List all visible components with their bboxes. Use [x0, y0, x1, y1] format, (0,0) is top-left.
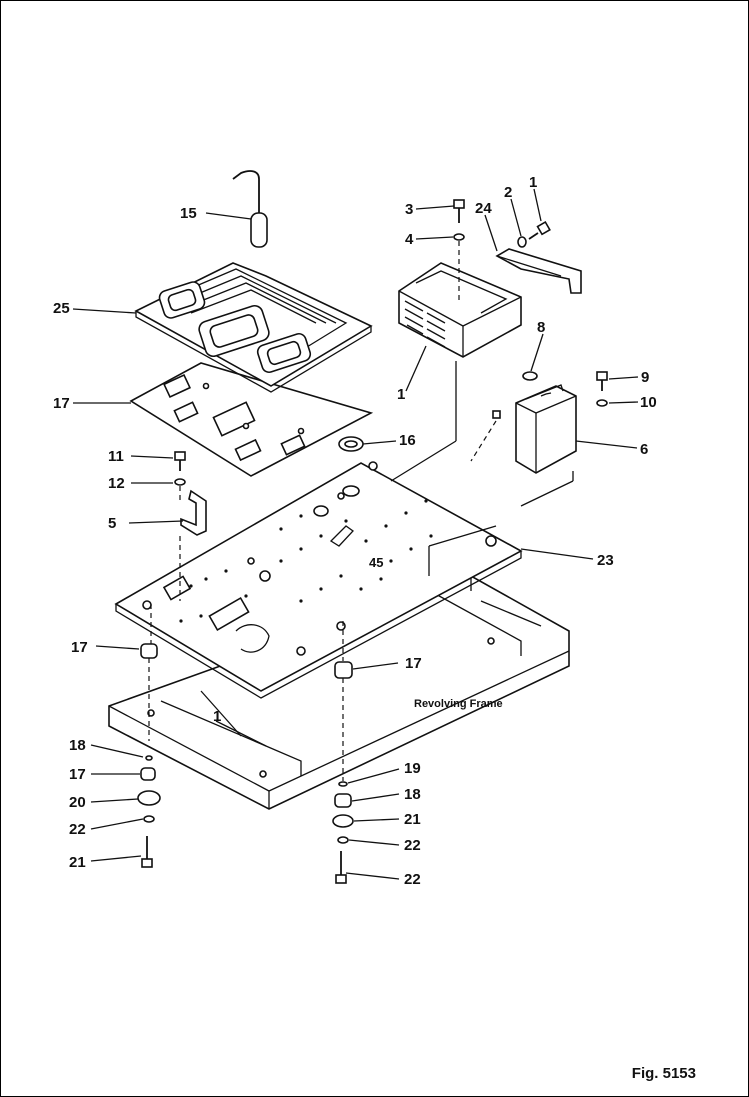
assembly-lines: [150, 241, 574, 644]
callout-1-frame: 1: [213, 708, 221, 725]
mount-stack-right: [332, 621, 354, 884]
callout-21-b: 22: [404, 871, 421, 888]
box-cover: [515, 384, 577, 474]
cover-box: [398, 262, 522, 358]
fasteners: [174, 199, 608, 536]
callout-2: 1: [529, 174, 537, 191]
callout-24: 24: [475, 200, 492, 217]
figure-label: Fig. 5153: [631, 1065, 696, 1082]
callout-5: 4: [405, 231, 414, 248]
callout-19: 20: [69, 794, 86, 811]
callout-4: 3: [405, 201, 413, 218]
lever-knob: [232, 170, 268, 248]
callout-25: 25: [53, 300, 70, 317]
floor-mat: [129, 362, 374, 477]
callout-16: 17: [53, 395, 70, 412]
callout-17-c: 17: [69, 766, 86, 783]
callout-13: 12: [108, 475, 125, 492]
callout-17-d: 18: [404, 786, 421, 803]
leader-lines: [72, 188, 639, 880]
callout-17-a: 17: [71, 639, 88, 656]
floor-pad: [134, 262, 373, 393]
callout-11: 5: [108, 515, 116, 532]
callout-23: 23: [597, 552, 614, 569]
callout-21-a: 21: [69, 854, 86, 871]
callout-10: 10: [640, 394, 657, 411]
mount-stack-left: [137, 643, 161, 868]
callout-14: 15: [180, 205, 197, 222]
callout-8: 8: [537, 319, 545, 336]
callout-1: 1: [397, 386, 405, 403]
frame-label: Revolving Frame: [414, 698, 503, 710]
callout-15: 16: [399, 432, 416, 449]
callout-3: 2: [504, 184, 512, 201]
callout-18-a: 18: [69, 737, 86, 754]
bracket: [495, 248, 582, 294]
callout-6: 6: [640, 441, 648, 458]
callout-9: 9: [641, 369, 649, 386]
callout-numbers: 15 25 17 3 4 24 2 1 1 8 9 10 6 11 12 5 1…: [53, 174, 657, 888]
callout-17-b: 17: [405, 655, 422, 672]
callout-22-b: 22: [404, 837, 421, 854]
callout-20: 21: [404, 811, 421, 828]
callout-18-b: 19: [404, 760, 421, 777]
plate-mark: 45: [369, 555, 383, 570]
callout-22-a: 22: [69, 821, 86, 838]
callout-12: 11: [108, 448, 124, 465]
floor-plate: 45: [114, 461, 523, 699]
